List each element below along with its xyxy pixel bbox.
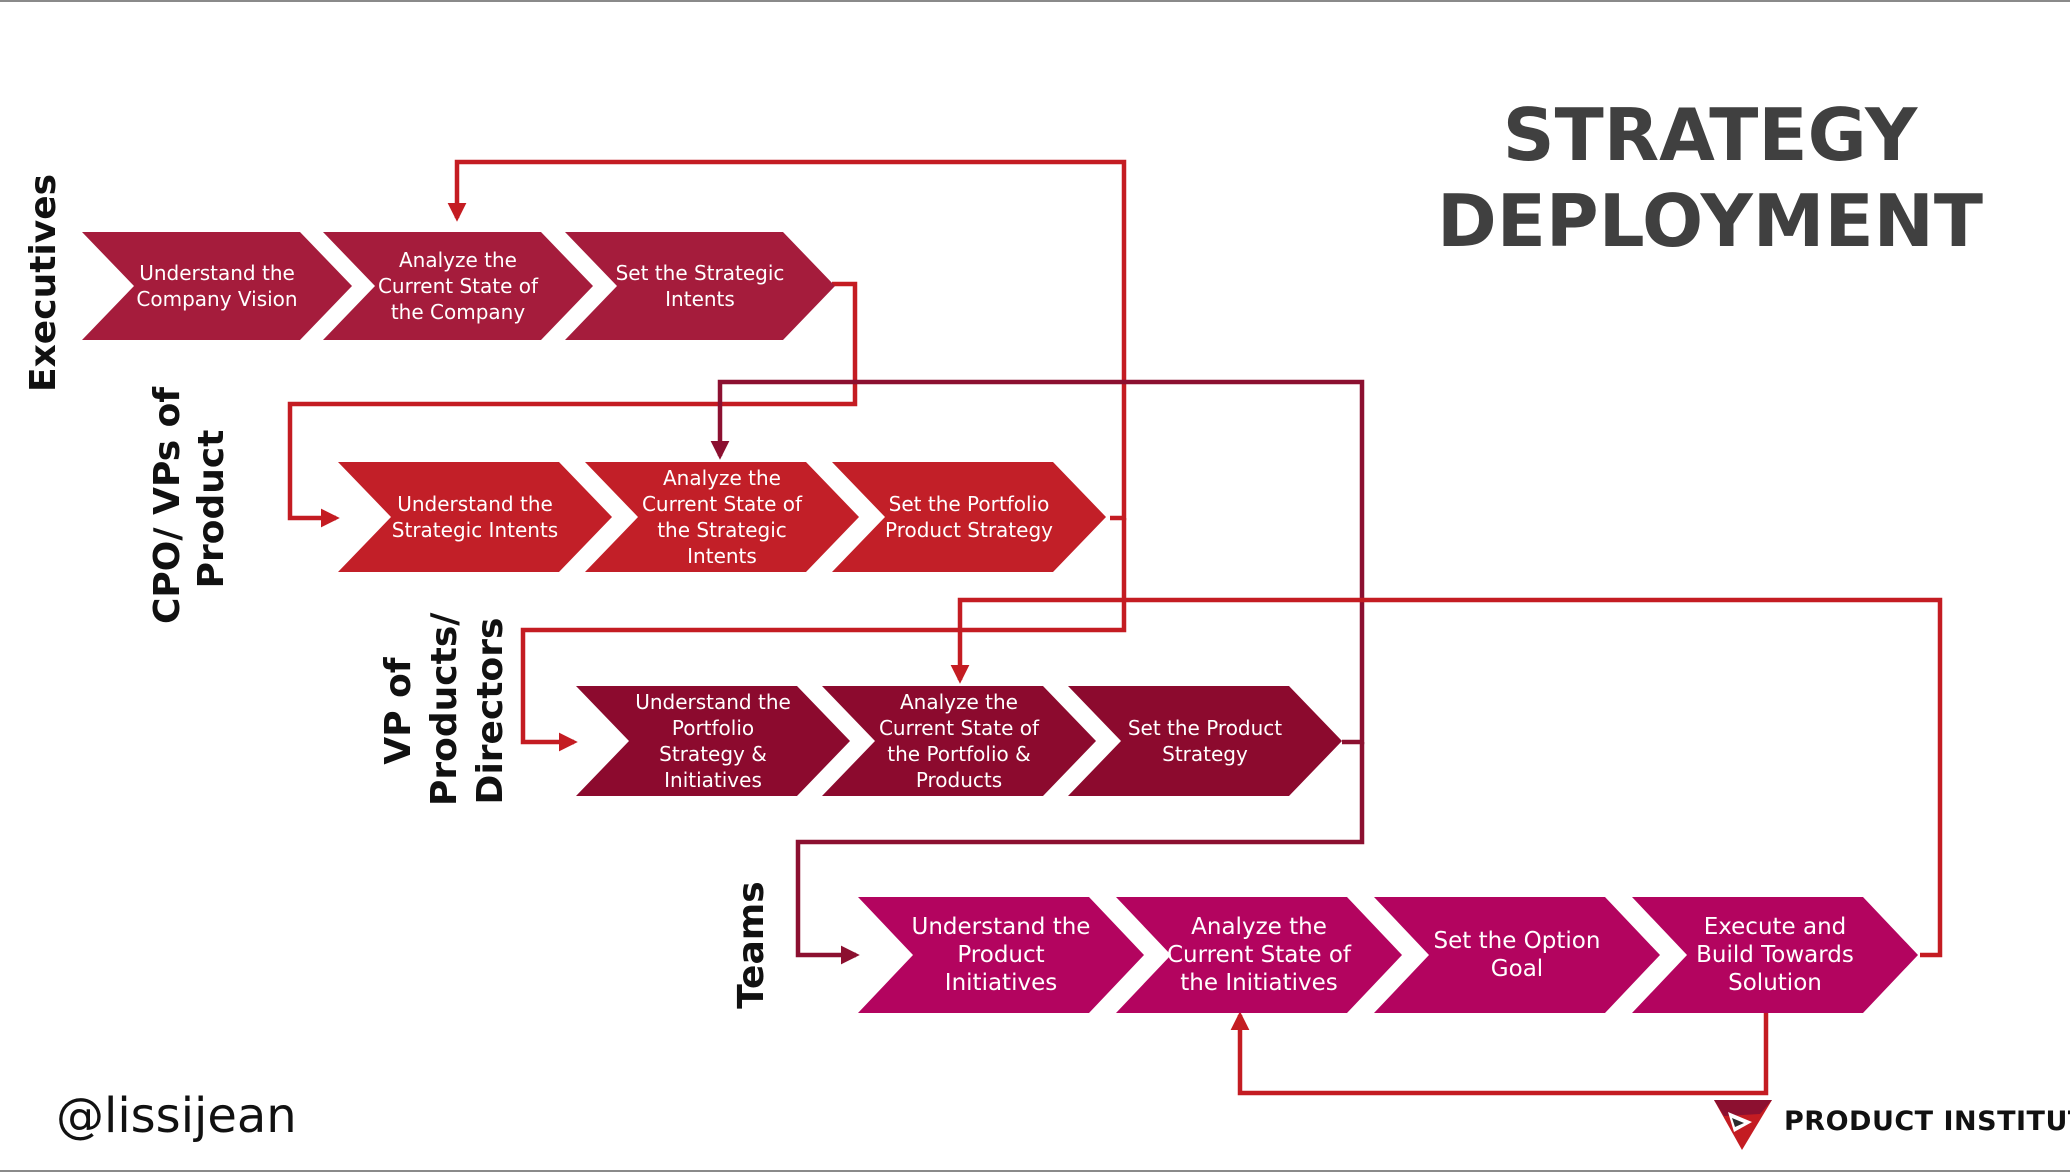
chevron-shape — [338, 462, 612, 572]
chevron-shape — [1374, 897, 1660, 1013]
title-line-1: STRATEGY — [1502, 93, 1918, 177]
chevron-shape — [1116, 897, 1402, 1013]
title-line-2: DEPLOYMENT — [1436, 179, 1983, 263]
step-exec-2: Analyze the Current State of the Company — [323, 232, 593, 340]
step-teams-1: Understand the Product Initiatives — [858, 897, 1144, 1013]
author-handle: @lissijean — [56, 1088, 297, 1144]
brand-name: PRODUCT INSTITUTE — [1784, 1106, 2070, 1137]
step-cpo-2: Analyze the Current State of the Strateg… — [585, 462, 859, 572]
chevron-shape — [585, 462, 859, 572]
step-cpo-1: Understand the Strategic Intents — [338, 462, 612, 572]
step-exec-3: Set the Strategic Intents — [565, 232, 835, 340]
step-cpo-3: Set the Portfolio Product Strategy — [832, 462, 1106, 572]
chevron-shape — [323, 232, 593, 340]
arrow-cpo-to-exec-analyze — [447, 159, 1127, 521]
chevron-shape — [576, 686, 850, 796]
step-vp-2: Analyze the Current State of the Portfol… — [822, 686, 1096, 796]
arrow-teams-feedback-loop — [1230, 1011, 1769, 1096]
chevron-shape — [1068, 686, 1342, 796]
step-teams-2: Analyze the Current State of the Initiat… — [1116, 897, 1402, 1013]
chevron-shape — [832, 462, 1106, 572]
arrow-vp-to-cpo-analyze — [710, 379, 1365, 745]
arrow-exec-to-cpo-understand — [287, 281, 858, 528]
step-vp-1: Understand the Portfolio Strategy & Init… — [576, 686, 850, 796]
page-title: STRATEGY DEPLOYMENT — [1400, 92, 2020, 264]
arrow-vp-to-teams-understand — [795, 742, 1365, 965]
step-vp-3: Set the Product Strategy — [1068, 686, 1342, 796]
chevron-shape — [822, 686, 1096, 796]
chevron-shape — [858, 897, 1144, 1013]
chevron-shape — [1632, 897, 1918, 1013]
product-institute-logo-icon — [1714, 1100, 1772, 1150]
chevron-shape — [565, 232, 835, 340]
step-teams-3: Set the Option Goal — [1374, 897, 1660, 1013]
step-exec-1: Understand the Company Vision — [82, 232, 352, 340]
step-teams-4: Execute and Build Towards Solution — [1632, 897, 1918, 1013]
arrow-teams-to-vp-analyze — [950, 597, 1943, 958]
arrow-cpo-to-vp-understand — [520, 518, 1127, 752]
chevron-shape — [82, 232, 352, 340]
